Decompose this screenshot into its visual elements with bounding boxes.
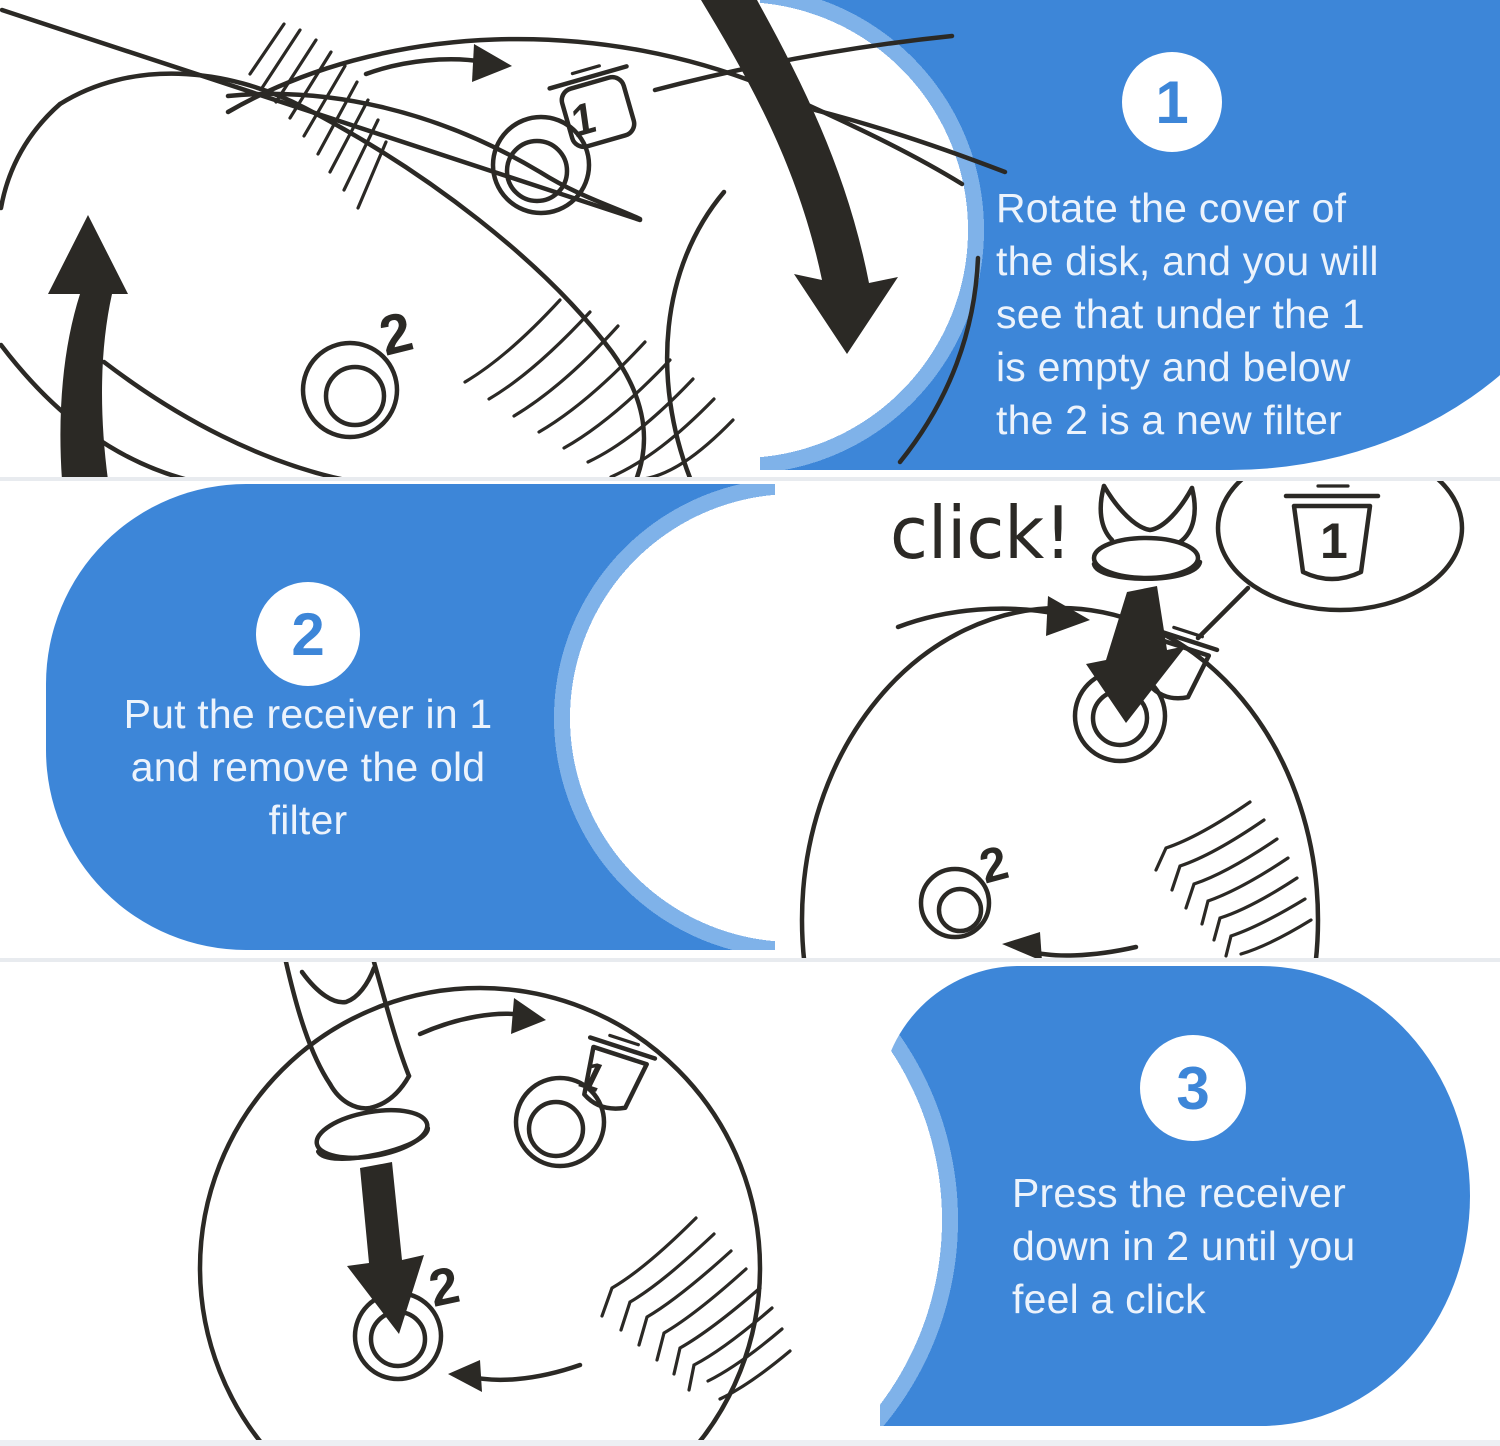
receiver [1091, 483, 1203, 581]
step-1-instructions: Rotate the cover of the disk, and you wi… [996, 185, 1379, 443]
rotate-down-arrow-icon [701, 0, 898, 354]
svg-text:1: 1 [572, 1053, 613, 1101]
trash-bin-tag-icon: 1 [547, 64, 637, 150]
rotate-direction-arrow-icon [895, 596, 1090, 636]
rotate-direction-arrow-icon [363, 44, 512, 82]
svg-text:1: 1 [1320, 513, 1348, 569]
step-3-badge: 3 [1140, 1035, 1246, 1141]
hole-2 [300, 340, 400, 440]
hole-1 [513, 1075, 607, 1169]
hatch-marks-lower [463, 298, 735, 480]
hole-2-label: 2 [974, 836, 1014, 894]
disk-outline [225, 33, 1008, 480]
step-2-section: click! 1 [0, 480, 1500, 962]
section-divider [0, 958, 1500, 962]
step-3-illustration: 1 2 [197, 962, 792, 1446]
step-3-instructions: Press the receiver down in 2 until you f… [1012, 1170, 1356, 1322]
click-label: click! [890, 491, 1072, 575]
hole-2-label: 2 [373, 299, 418, 368]
step-2-instructions: Put the receiver in 1 and remove the old… [123, 691, 493, 843]
hole-2 [918, 866, 992, 940]
step-3-section: 1 2 [0, 962, 1500, 1446]
hole-1 [490, 114, 592, 216]
callout-bubble [1195, 480, 1465, 641]
step-1-illustration: 1 2 [0, 0, 1008, 480]
step-2-panel [46, 484, 775, 950]
step-3-number: 3 [1176, 1054, 1210, 1122]
step-2-badge: 2 [256, 582, 360, 686]
receiver [283, 962, 431, 1161]
step-2-illustration: click! 1 [799, 480, 1465, 962]
step-1-section: 1 2 [0, 0, 1500, 480]
cover-outline [0, 7, 647, 480]
step-2-number: 2 [291, 600, 325, 668]
trash-bin-icon: 1 [1283, 484, 1381, 582]
press-arrow-icon [1086, 586, 1186, 723]
step-1-number: 1 [1155, 68, 1189, 136]
rotate-direction-arrow-icon [417, 998, 546, 1037]
hatch-marks [1154, 800, 1313, 958]
step-1-badge: 1 [1122, 52, 1222, 152]
rotate-direction-arrow-icon-bottom [1002, 932, 1139, 961]
rotate-direction-arrow-icon-bottom [448, 1360, 583, 1392]
disk-outline [197, 985, 763, 1446]
press-arrow-icon [347, 1162, 424, 1334]
hatch-marks-upper [248, 22, 388, 210]
section-divider [0, 1440, 1500, 1446]
rotate-up-arrow-icon [48, 215, 128, 480]
hatch-marks [600, 1216, 792, 1401]
section-divider [0, 477, 1500, 481]
